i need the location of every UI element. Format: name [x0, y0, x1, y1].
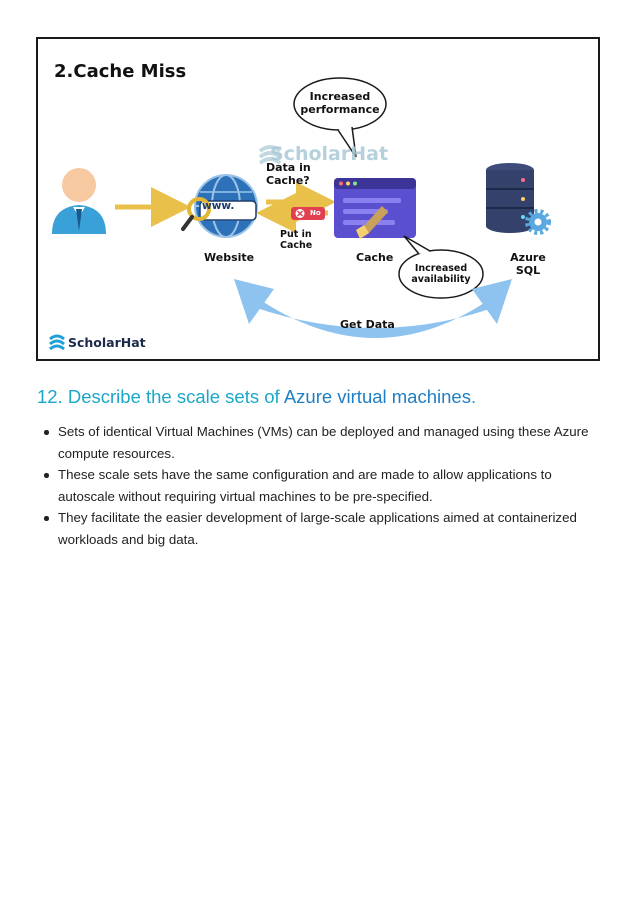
bullet-dot [44, 473, 49, 478]
heading-text: Describe the scale sets of [67, 386, 280, 407]
bullet-dot [44, 516, 49, 521]
heading-end: . [470, 386, 477, 407]
bullet-text: They facilitate the easier development o… [58, 510, 577, 547]
bullet-list: Sets of identical Virtual Machines (VMs)… [36, 421, 606, 550]
speech-bubble-performance [293, 77, 387, 158]
bubble-performance-text: Increased performance [300, 90, 380, 117]
bullet-dot [44, 430, 49, 435]
no-label: No [310, 209, 321, 217]
website-label: Website [204, 251, 255, 264]
data-in-cache-label: Data in Cache? [266, 161, 311, 188]
cache-icon [334, 178, 416, 239]
get-data-label: Get Data [340, 318, 395, 331]
database-icon [486, 163, 534, 233]
scholarhat-logo-text: ScholarHat [68, 335, 146, 350]
diagram-title: 2.Cache Miss [54, 61, 187, 82]
www-text: www. [202, 200, 235, 212]
magnifier-icon [181, 197, 211, 231]
no-badge [291, 207, 325, 220]
watermark-logo-icon [258, 145, 282, 165]
diagram-graphics [49, 77, 551, 351]
bubble-availability-text: Increased availability [411, 263, 471, 286]
cache-label: Cache [356, 251, 394, 264]
watermark-text: ScholarHat [270, 143, 389, 165]
cache-miss-diagram: 2.Cache Miss ScholarHat Increased perfor… [36, 37, 600, 361]
list-item: They facilitate the easier development o… [36, 507, 606, 550]
user-icon [52, 168, 106, 234]
gear-icon [525, 209, 551, 235]
list-item: Sets of identical Virtual Machines (VMs)… [36, 421, 606, 464]
scholarhat-logo-icon [49, 334, 65, 351]
speech-bubble-availability [398, 235, 484, 299]
section-heading: 12. Describe the scale sets of Azure vir… [37, 386, 476, 408]
azure-sql-label: Azure SQL [510, 251, 546, 278]
get-data-arrow [234, 279, 512, 338]
bullet-text: These scale sets have the same configura… [58, 467, 552, 504]
heading-highlight-link[interactable]: Azure virtual machines [283, 386, 471, 407]
globe-icon [194, 174, 258, 238]
heading-number: 12. [37, 386, 63, 407]
list-item: These scale sets have the same configura… [36, 464, 606, 507]
put-in-cache-label: Put in Cache [280, 229, 313, 252]
bullet-text: Sets of identical Virtual Machines (VMs)… [58, 424, 589, 461]
